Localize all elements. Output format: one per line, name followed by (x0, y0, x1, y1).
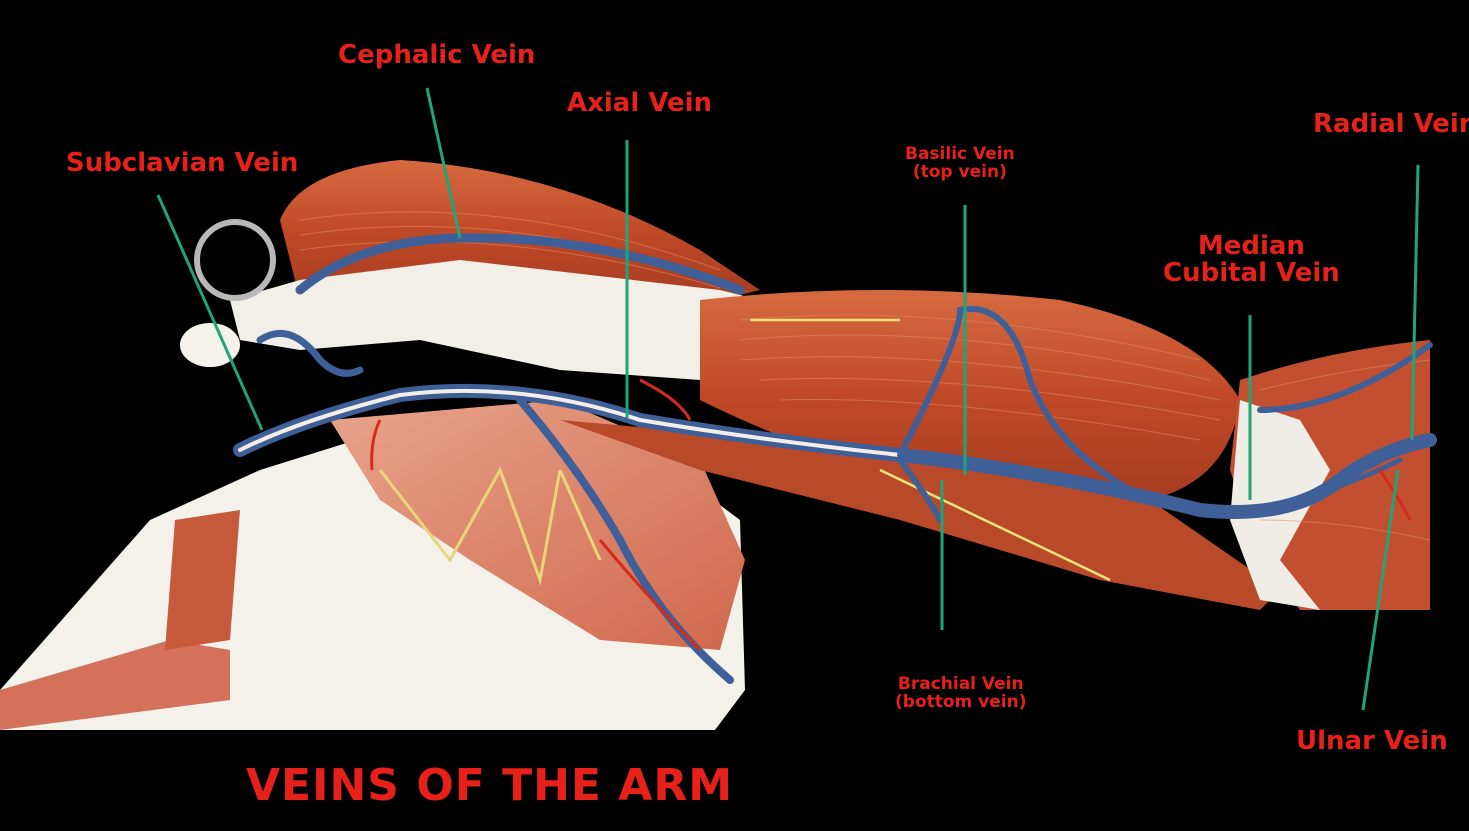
radial-vein-label: Radial Vein (1313, 111, 1469, 138)
median-cubital-label-line2: Cubital Vein (1163, 260, 1340, 287)
diagram-title: VEINS OF THE ARM (246, 760, 733, 811)
axial-vein-label: Axial Vein (567, 90, 712, 117)
cephalic-vein-label: Cephalic Vein (338, 42, 535, 69)
brachial-vein-label-line2: (bottom vein) (895, 694, 1027, 712)
ulnar-vein-label: Ulnar Vein (1296, 728, 1448, 755)
basilic-vein-label-line2: (top vein) (905, 164, 1015, 182)
brachial-vein-label: Brachial Vein (bottom vein) (895, 676, 1027, 712)
median-cubital-vein-label: Median Cubital Vein (1163, 233, 1340, 288)
hanging-ring (197, 222, 273, 298)
subclavian-vein-label: Subclavian Vein (66, 150, 298, 177)
median-cubital-label-line1: Median (1163, 233, 1340, 260)
pec-flap (165, 510, 240, 650)
basilic-vein-label: Basilic Vein (top vein) (905, 146, 1015, 182)
